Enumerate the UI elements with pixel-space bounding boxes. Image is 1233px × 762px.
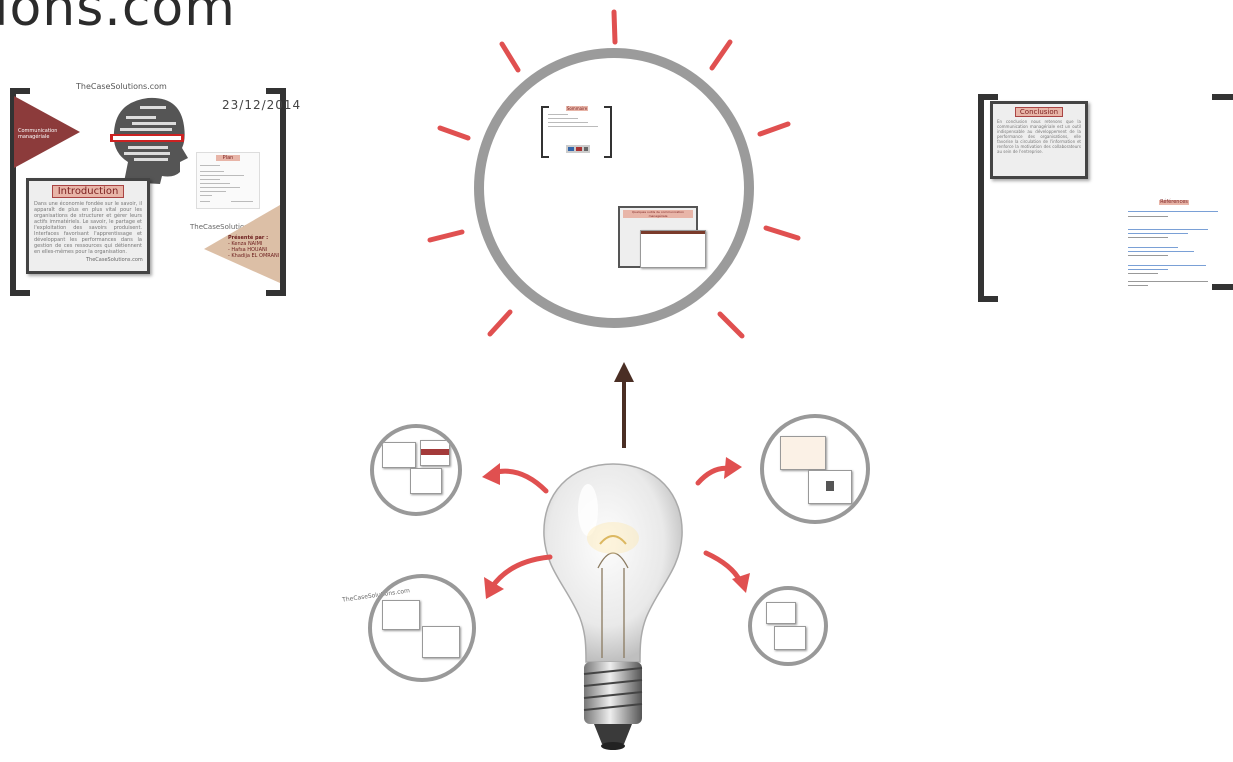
thumb-circle-top-left[interactable] (370, 424, 462, 516)
conclusion-box[interactable]: Conclusion En conclusion nous retenons q… (990, 101, 1088, 179)
left-slide-bracket-left (10, 88, 30, 296)
slide-date: 23/12/2014 (222, 98, 302, 112)
side-caption: Communication managériale (18, 128, 58, 140)
conclusion-text: En conclusion nous retenons que la commu… (997, 119, 1081, 154)
thumb-circle-bottom-left[interactable] (368, 574, 476, 682)
watermark-top: TheCaseSolutions.com (76, 82, 167, 91)
references-links (1128, 211, 1218, 286)
outils-title: Quelques outils de communication managér… (623, 210, 693, 218)
outils-inner-screenshot (640, 230, 706, 268)
left-slide-bracket-right (266, 88, 286, 296)
plan-box: Plan (196, 152, 260, 209)
presenter-1: - Kenza NAIMI (228, 241, 263, 247)
center-ring (474, 48, 754, 328)
watermark-mid: TheCaseSolutions.com (190, 223, 270, 231)
up-arrow-icon (614, 362, 634, 448)
sommaire-slide[interactable]: Sommaire (548, 106, 606, 158)
red-triangle-banner (14, 96, 80, 168)
arrow-bottom-right (703, 550, 743, 584)
presenters-block: Présenté par : - Kenza NAIMI - Hafsa HOU… (228, 235, 279, 259)
references-block[interactable]: Références (1128, 200, 1220, 290)
references-title: Références (1159, 199, 1189, 205)
arrow-top-left (489, 468, 549, 494)
sun-graphic (427, 9, 801, 339)
plan-lines (200, 165, 253, 202)
site-title: ions.com (0, 0, 236, 38)
lightbulb-icon (543, 463, 683, 750)
plan-title: Plan (216, 155, 240, 161)
sommaire-bracket-left (541, 106, 549, 158)
right-slide-bracket-left (978, 94, 998, 302)
sommaire-lines (548, 114, 598, 153)
sommaire-title: Sommaire (566, 106, 588, 111)
introduction-text: Dans une économie fondée sur le savoir, … (34, 201, 142, 255)
sommaire-bracket-right (604, 106, 612, 158)
beige-triangle-banner (204, 205, 280, 283)
arrow-bottom-left (489, 554, 553, 590)
center-circle[interactable] (480, 52, 748, 322)
thumb-circle-top-right[interactable] (760, 414, 870, 524)
head-wordcloud-icon (110, 97, 188, 184)
introduction-title: Introduction (52, 185, 124, 198)
presenter-3: - Khadija EL OMRANI (228, 253, 280, 259)
watermark-bottom: TheCaseSolutions.com (86, 257, 143, 263)
presenter-2: - Hafsa HOUANI (228, 247, 268, 253)
thumb-circle-bottom-right[interactable] (748, 586, 828, 666)
conclusion-title: Conclusion (1015, 107, 1063, 117)
introduction-box[interactable]: Introduction Dans une économie fondée su… (26, 178, 150, 274)
curved-arrows (482, 457, 750, 599)
right-slide-bracket-right (1212, 94, 1233, 290)
presenters-label: Présenté par : (228, 235, 269, 241)
